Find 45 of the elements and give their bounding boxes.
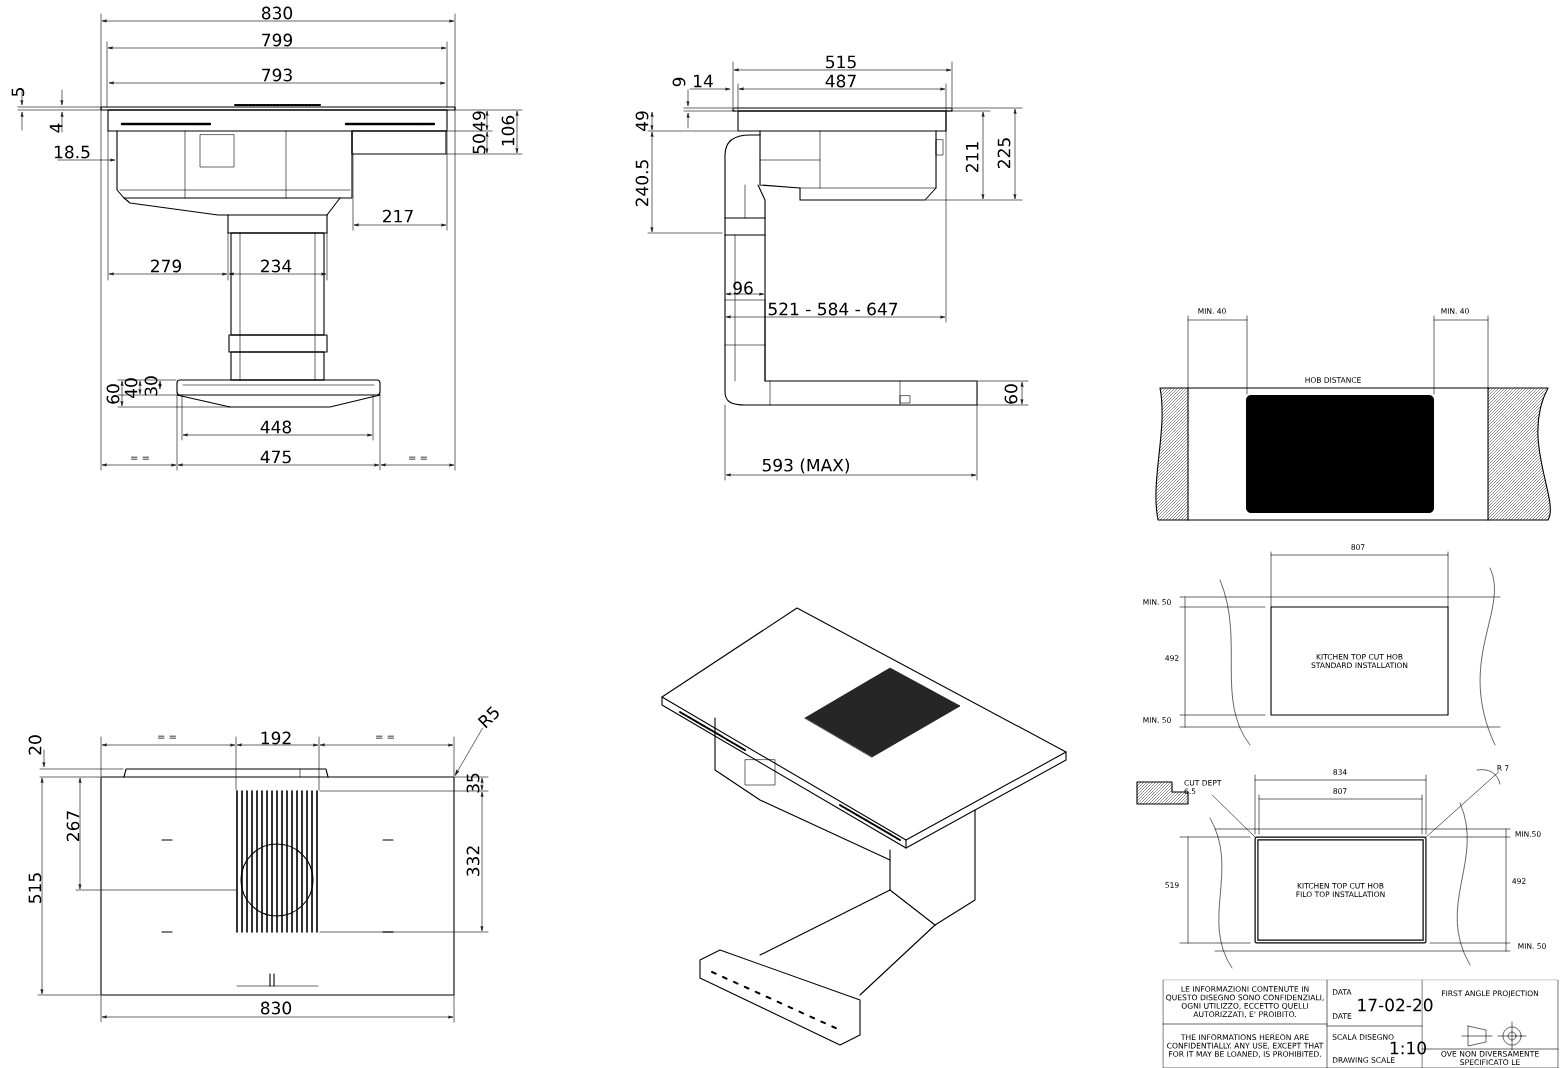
dimension-label: 487: [825, 74, 856, 88]
dimension-label: 106: [501, 115, 515, 146]
dimension-label: 192: [261, 731, 291, 745]
dimension-label: 30: [144, 376, 158, 396]
dimension-label: 217: [383, 209, 413, 223]
dimension-label: 60: [106, 384, 120, 404]
dimension-label: = =: [376, 735, 394, 739]
dimension-label: 20: [28, 735, 42, 755]
dimension-label: 211: [965, 142, 979, 172]
dimension-label: 49: [472, 111, 486, 131]
dimension-label: 830: [261, 6, 293, 20]
dimension-label: 40: [124, 378, 138, 398]
dimension-label: 515: [826, 55, 856, 69]
dimension-label: 593 (MAX): [762, 458, 850, 474]
leader-line: [454, 727, 483, 776]
dimension-label: 799: [262, 33, 292, 47]
dimension-label: 4: [49, 123, 63, 133]
dimension-label: 49: [635, 111, 649, 131]
dimension-label: 234: [261, 259, 292, 273]
dimension-label: 267: [66, 811, 80, 841]
dimension-label: = =: [131, 456, 149, 460]
dimension-label: 1:10: [1390, 1041, 1426, 1055]
dimension-label: 17-02-20: [1358, 998, 1433, 1012]
dimension-label: 50: [472, 134, 486, 154]
dimension-label: 35: [466, 773, 480, 793]
dimension-label: 5: [11, 88, 25, 97]
leader-line: [1424, 771, 1499, 839]
dimension-label: 448: [260, 420, 292, 434]
dimension-label: 515: [28, 873, 42, 903]
dimension-label: = =: [409, 456, 427, 460]
leader-line: [1212, 795, 1257, 839]
dimension-label: 18.5: [54, 145, 90, 159]
dimension-label: 96: [733, 281, 753, 295]
dimension-label: = =: [158, 735, 176, 739]
callout-text: R5: [477, 706, 499, 729]
dimension-label: 14: [694, 74, 713, 88]
dimension-label: 9: [672, 77, 686, 87]
dimension-label: 279: [151, 259, 181, 273]
hob-outline: [100, 776, 455, 996]
dimension-label: 793: [262, 68, 292, 82]
dimension-label: 475: [260, 450, 291, 464]
dimension-label: 240.5: [635, 160, 649, 207]
dimension-label: 225: [997, 138, 1011, 168]
dimension-label: 60: [1004, 384, 1018, 404]
dimension-label: 521 - 584 - 647: [768, 302, 898, 316]
